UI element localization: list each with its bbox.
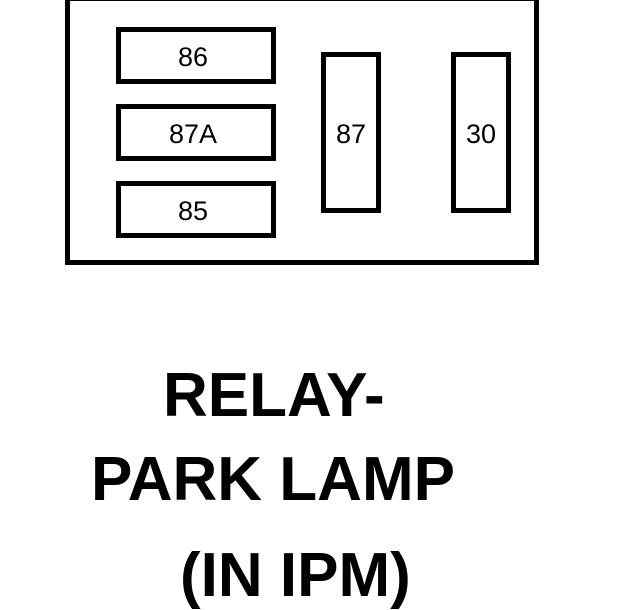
caption-line-3: (IN IPM) bbox=[180, 541, 411, 610]
terminal-87a-label: 87A bbox=[168, 119, 218, 149]
terminal-85: 85 bbox=[116, 181, 276, 238]
terminal-86: 86 bbox=[116, 27, 276, 84]
terminal-86-label: 86 bbox=[177, 42, 209, 72]
caption-line-2: PARK LAMP bbox=[91, 445, 455, 514]
terminal-30-label: 30 bbox=[465, 119, 497, 149]
terminal-85-label: 85 bbox=[177, 196, 209, 226]
terminal-87-label: 87 bbox=[335, 119, 367, 149]
terminal-30: 30 bbox=[451, 52, 511, 213]
terminal-87: 87 bbox=[321, 52, 381, 213]
caption-line-1: RELAY- bbox=[163, 361, 385, 430]
terminal-87a: 87A bbox=[116, 104, 276, 161]
relay-housing bbox=[65, 0, 539, 265]
